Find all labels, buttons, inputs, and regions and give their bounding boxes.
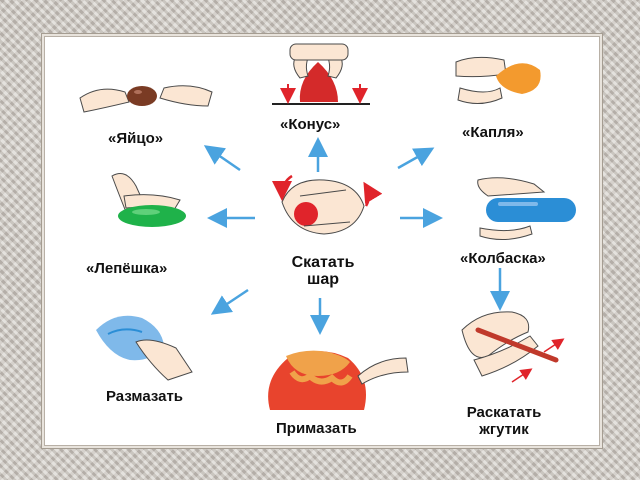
arrow-to-kaplya [397,147,435,170]
label-skatat-shar: Скатать шар [288,254,358,288]
label-kolbaska: «Колбаска» [460,250,546,267]
raskatat-zhgutik-illustration [461,311,565,383]
label-skatat-line1: Скатать [291,254,355,271]
label-konus: «Конус» [280,116,341,133]
kaplya-illustration [455,56,541,104]
label-razmazat: Размазать [106,388,184,405]
primazat-illustration [268,350,409,410]
label-raskatat-zhgutik: Раскатать жгутик [456,404,552,438]
label-raskatat-line2: жгутик [479,421,529,438]
kolbaska-illustration [477,177,576,240]
label-primazat: Примазать [276,420,357,437]
label-kaplya: «Капля» [462,124,524,141]
arrow-to-razmazat [210,288,249,315]
razmazat-illustration [96,315,193,381]
label-yaitso: «Яйцо» [108,130,164,147]
yaitso-illustration [79,85,213,113]
flow-arrows [203,137,510,335]
label-skatat-line2: шар [306,271,339,288]
label-raskatat-line1: Раскатать [466,404,542,421]
konus-illustration [272,43,370,105]
skatat-shar-illustration [272,174,383,235]
label-lepeshka: «Лепёшка» [86,260,168,277]
arrow-to-yaitso [203,145,241,172]
lepeshka-illustration [111,173,186,227]
